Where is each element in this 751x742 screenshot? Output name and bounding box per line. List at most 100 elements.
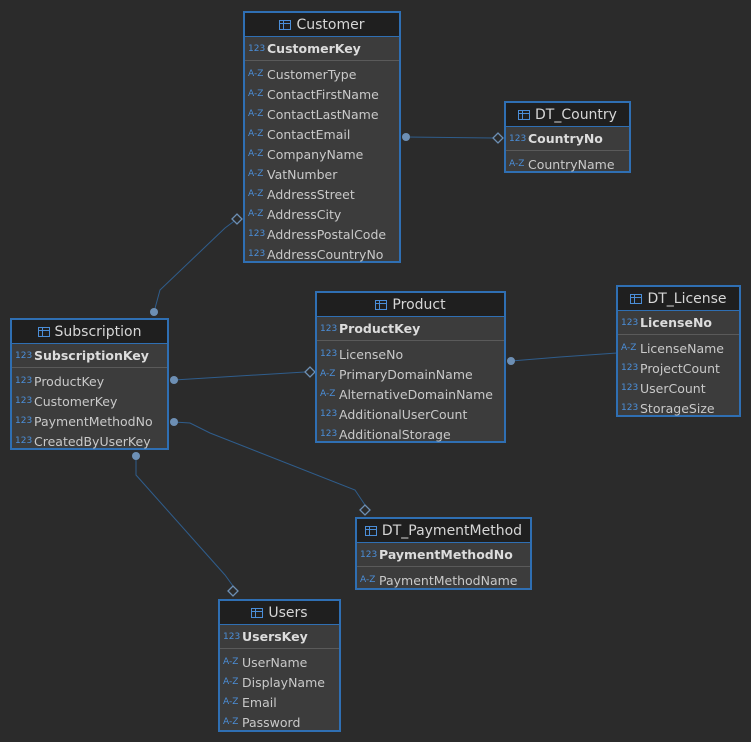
entity-title: Customer — [296, 16, 365, 33]
number-type-icon: 123 — [320, 409, 338, 419]
text-type-icon: A-Z — [248, 129, 264, 139]
number-type-icon: 123 — [320, 429, 338, 439]
column-name: LicenseName — [640, 340, 725, 356]
entity-header[interactable]: Customer — [245, 13, 399, 37]
primary-key-row[interactable]: 123 PaymentMethodNo — [357, 543, 530, 567]
text-type-icon: A-Z — [360, 575, 376, 585]
link-subscription-product[interactable] — [173, 371, 306, 381]
text-type-icon: A-Z — [248, 69, 264, 79]
primary-key-row[interactable]: 123 LicenseNo — [618, 311, 739, 335]
link-end-dot — [507, 357, 515, 365]
primary-key-row[interactable]: 123 SubscriptionKey — [12, 344, 167, 368]
number-type-icon: 123 — [15, 350, 33, 361]
number-type-icon: 123 — [15, 376, 33, 386]
column-name: ProductKey — [34, 373, 105, 389]
entity-dt-paymentmethod[interactable]: DT_PaymentMethod 123 PaymentMethodNo A-Z… — [355, 517, 532, 590]
number-type-icon: 123 — [621, 363, 639, 373]
column-name: PaymentMethodNo — [379, 547, 513, 562]
link-subscription-customer[interactable] — [153, 218, 238, 313]
column-name: PaymentMethodName — [379, 572, 518, 588]
table-icon — [364, 525, 377, 536]
primary-key-row[interactable]: 123 UsersKey — [220, 625, 339, 649]
column-name: UserName — [242, 654, 308, 670]
entity-title: Subscription — [54, 323, 142, 340]
text-type-icon: A-Z — [248, 189, 264, 199]
text-type-icon: A-Z — [223, 657, 239, 667]
text-type-icon: A-Z — [223, 677, 239, 687]
entity-title: Users — [268, 604, 308, 621]
entity-header[interactable]: Product — [317, 293, 504, 317]
link-end-diamond — [227, 585, 239, 597]
entity-title: DT_License — [647, 290, 727, 307]
primary-key-row[interactable]: 123 CountryNo — [506, 127, 629, 151]
number-type-icon: 123 — [621, 403, 639, 413]
column-name: ProductKey — [339, 321, 421, 336]
column-name: LicenseNo — [640, 315, 713, 330]
entity-header[interactable]: DT_License — [618, 287, 739, 311]
column-name: CustomerKey — [34, 393, 118, 409]
text-type-icon: A-Z — [248, 89, 264, 99]
entity-header[interactable]: Subscription — [12, 320, 167, 344]
number-type-icon: 123 — [15, 396, 33, 406]
column-name: SubscriptionKey — [34, 348, 149, 363]
entity-header[interactable]: DT_Country — [506, 103, 629, 127]
number-type-icon: 123 — [320, 323, 338, 334]
column-name: CustomerType — [267, 66, 357, 82]
text-type-icon: A-Z — [509, 159, 525, 169]
entity-header[interactable]: Users — [220, 601, 339, 625]
primary-key-row[interactable]: 123 CustomerKey — [245, 37, 399, 61]
column-name: AlternativeDomainName — [339, 386, 493, 402]
link-customer-dt-country[interactable] — [405, 136, 494, 139]
entity-header[interactable]: DT_PaymentMethod — [357, 519, 530, 543]
link-end-diamond — [231, 213, 243, 225]
link-subscription-users[interactable] — [135, 456, 234, 587]
link-product-dt-license[interactable] — [510, 352, 618, 362]
column-name: DisplayName — [242, 674, 325, 690]
column-name: AddressCity — [267, 206, 342, 222]
column-name: CountryName — [528, 156, 615, 172]
primary-key-row[interactable]: 123 ProductKey — [317, 317, 504, 341]
number-type-icon: 123 — [248, 249, 266, 259]
column-name: ProjectCount — [640, 360, 720, 376]
number-type-icon: 123 — [621, 317, 639, 328]
